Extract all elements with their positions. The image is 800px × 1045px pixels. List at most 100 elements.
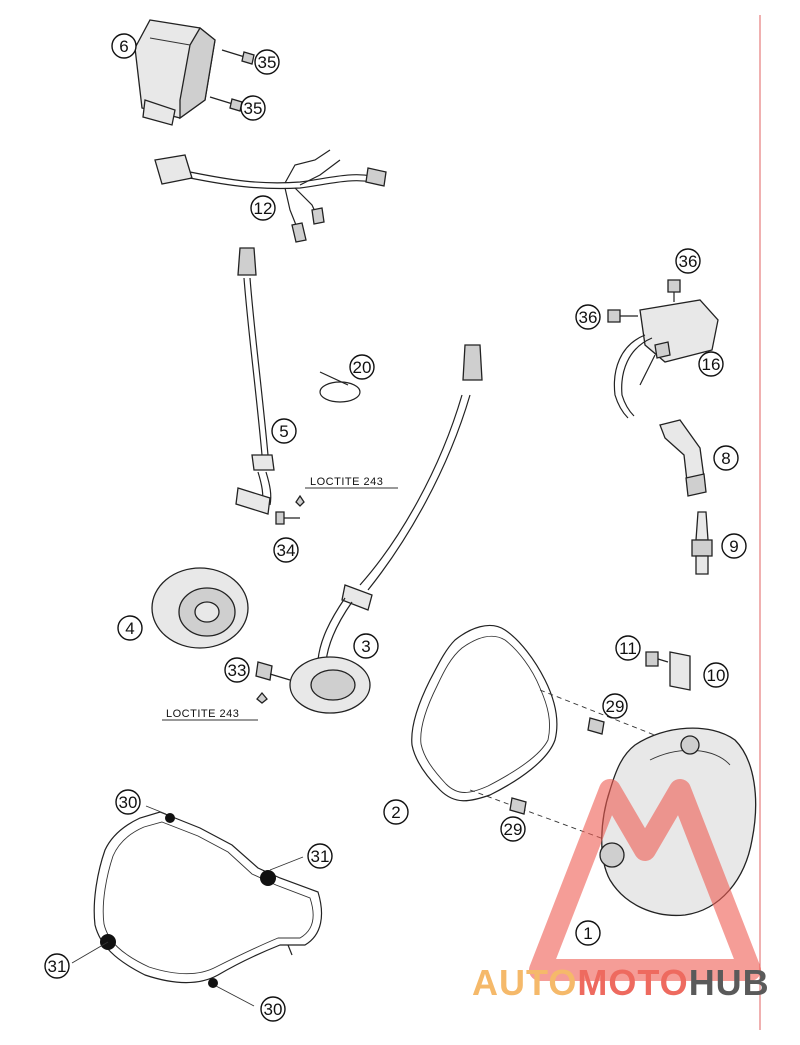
callout-10-circle: [703, 662, 729, 688]
callout-9: 9: [721, 533, 747, 559]
callout-5-circle: [271, 418, 297, 444]
part-11-screw: [645, 651, 669, 667]
part-4-flywheel: [151, 567, 249, 649]
callout-30b-label: 30: [264, 1000, 283, 1019]
callout-5: 5: [271, 418, 297, 444]
callout-11-label: 11: [619, 639, 637, 658]
callout-31a: 31: [307, 843, 333, 869]
loctite-bottom-drop: [256, 691, 268, 704]
callout-1-label: 1: [583, 924, 592, 943]
part-33-bolt: [255, 661, 291, 681]
callout-31b: 31: [44, 953, 70, 979]
callout-10: 10: [703, 662, 729, 688]
callout-34: 34: [273, 537, 299, 563]
part-9-spark-plug: [691, 511, 713, 575]
watermark-auto: AUTOMOTOHUB: [472, 962, 770, 1003]
callout-35b-label: 35: [244, 99, 263, 118]
callout-9-label: 9: [729, 537, 738, 556]
callout-8-label: 8: [721, 449, 730, 468]
callout-31b-label: 31: [48, 957, 67, 976]
callout-36a-label: 36: [679, 252, 698, 271]
part-6-cdi-unit: [134, 19, 216, 126]
callout-6-circle: [111, 33, 137, 59]
callout-30a: 30: [115, 789, 141, 815]
callout-1-circle: [575, 920, 601, 946]
part-36-bolt-top: [667, 279, 681, 302]
callout-36b: 36: [575, 304, 601, 330]
part-20-cable-tie: [319, 371, 361, 403]
callout-10-label: 10: [707, 666, 726, 685]
callout-20: 20: [349, 354, 375, 380]
callout-6-label: 6: [119, 37, 128, 56]
callout-1: 1: [575, 920, 601, 946]
callout-20-circle: [349, 354, 375, 380]
loctite-top-label: LOCTITE 243: [310, 476, 383, 488]
callout-11: 11: [615, 635, 641, 661]
callout-35a-circle: [254, 49, 280, 75]
callout-6: 6: [111, 33, 137, 59]
callout-8: 8: [713, 445, 739, 471]
callout-35a: 35: [254, 49, 280, 75]
callout-30b-circle: [260, 996, 286, 1022]
loctite-top-drop: [295, 494, 305, 507]
part-3-stator: [289, 344, 483, 714]
callout-29b-circle: [500, 816, 526, 842]
callout-group: 6 35 35 12 36 36 16 20 5 8 34 9 4 3 11 10 33 29 29 2 30 31 31 3…: [44, 33, 747, 1022]
callout-31b-circle: [44, 953, 70, 979]
callout-30b: 30: [260, 996, 286, 1022]
part-2-cover-gasket: [411, 625, 558, 802]
part-34-screw: [275, 511, 300, 525]
part-5-pickup-sensor: [235, 247, 275, 515]
callout-31a-label: 31: [311, 847, 330, 866]
callout-35b: 35: [240, 95, 266, 121]
callout-36b-label: 36: [579, 308, 598, 327]
callout-34-circle: [273, 537, 299, 563]
callout-4-circle: [117, 615, 143, 641]
part-8-spark-plug-cap: [659, 419, 707, 497]
callout-29a: 29: [602, 693, 628, 719]
callout-36b-circle: [575, 304, 601, 330]
callout-leaders: [71, 805, 304, 1007]
callout-31a-circle: [307, 843, 333, 869]
callout-12-label: 12: [254, 199, 273, 218]
callout-3-label: 3: [361, 637, 370, 656]
part-29-dowel-upper: [587, 717, 605, 735]
watermark-logo: [529, 779, 761, 981]
part-36-bolt-left: [607, 309, 638, 323]
callout-4-label: 4: [125, 619, 134, 638]
callout-2-circle: [383, 799, 409, 825]
callout-4: 4: [117, 615, 143, 641]
callout-33-circle: [224, 657, 250, 683]
callout-33: 33: [224, 657, 250, 683]
callout-8-circle: [713, 445, 739, 471]
callout-29b: 29: [500, 816, 526, 842]
callout-30a-circle: [115, 789, 141, 815]
callout-29b-label: 29: [504, 820, 523, 839]
callout-5-label: 5: [279, 422, 288, 441]
callout-12-circle: [250, 195, 276, 221]
callout-36a-circle: [675, 248, 701, 274]
callout-30a-label: 30: [119, 793, 138, 812]
callout-16-label: 16: [702, 355, 721, 374]
part-35-bolt-top: [221, 49, 255, 65]
part-10-plate: [669, 651, 691, 691]
part-29-dowel-lower: [509, 797, 527, 815]
callout-35a-label: 35: [258, 53, 277, 72]
part-12-wiring-harness: [154, 149, 387, 243]
part-16-ignition-coil: [613, 299, 719, 419]
callout-3: 3: [353, 633, 379, 659]
part-35-bolt-bottom: [209, 96, 243, 112]
callout-9-circle: [721, 533, 747, 559]
callout-35b-circle: [240, 95, 266, 121]
callout-36a: 36: [675, 248, 701, 274]
callout-20-label: 20: [353, 358, 372, 377]
callout-34-label: 34: [277, 541, 296, 560]
callout-16-circle: [698, 351, 724, 377]
callout-33-label: 33: [228, 661, 247, 680]
callout-16: 16: [698, 351, 724, 377]
callout-29a-label: 29: [606, 697, 625, 716]
callout-11-circle: [615, 635, 641, 661]
callout-2-label: 2: [391, 803, 400, 822]
callout-3-circle: [353, 633, 379, 659]
